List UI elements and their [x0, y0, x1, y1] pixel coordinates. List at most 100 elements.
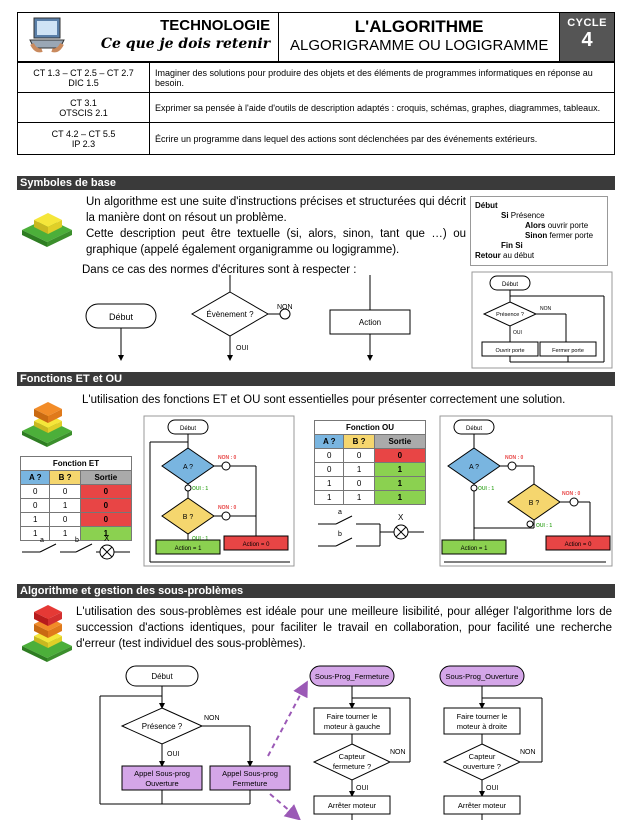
lego-tower-icon: [22, 605, 72, 662]
header-left: TECHNOLOGIE Ce que je dois retenir: [18, 13, 280, 61]
code-keyword: Alors: [525, 221, 546, 230]
appel-fermeture-l1: Appel Sous-prog: [222, 769, 278, 778]
laptop-icon: [29, 17, 65, 53]
fer-non: NON: [390, 749, 406, 756]
capteur-ouverture-l1: Capteur: [469, 752, 496, 761]
tagline: Ce que je dois retenir: [100, 36, 271, 52]
tourner-droite-l2: moteur à droite: [457, 722, 507, 731]
series-switch-circuit: a b X: [22, 534, 130, 560]
fc-b: B ?: [529, 500, 540, 507]
code-keyword: Retour: [475, 251, 501, 260]
lego-brick-icon: [22, 213, 72, 247]
arreter-ouv: Arrêter moteur: [458, 801, 507, 810]
mini-fermer: Fermer porte: [552, 348, 584, 354]
sym-oui: OUI: [236, 345, 249, 352]
code-line: CT 3.1: [70, 97, 97, 108]
switch-a-label: a: [338, 509, 342, 516]
page-title: L'ALGORITHME: [354, 17, 484, 36]
lamp-label: X: [104, 534, 110, 543]
lego-stack-icon: [22, 402, 72, 447]
competence-text: Écrire un programme dans lequel des acti…: [149, 122, 615, 155]
cell: 1: [373, 490, 427, 505]
cycle-number: 4: [581, 29, 593, 51]
code-line: DIC 1.5: [68, 77, 99, 88]
switch-b-label: b: [338, 531, 342, 538]
fc-oui: OUI : 1: [192, 486, 208, 492]
main-non: NON: [204, 715, 220, 722]
code-line: CT 4.2 – CT 5.5: [51, 128, 116, 139]
flowchart-et: Début A ? NON : 0 OUI : 1 B ? NON : 0 OU…: [143, 415, 295, 567]
code-keyword: Sinon: [525, 231, 548, 240]
cell: 1: [373, 476, 427, 491]
code-text: Présence: [510, 211, 545, 220]
mini-non: NON: [540, 306, 552, 312]
fc-non: NON : 0: [562, 491, 581, 497]
paragraph: L'utilisation des sous-problèmes est idé…: [76, 606, 612, 650]
cell: 1: [79, 526, 133, 541]
capteur-fermeture-l2: fermeture ?: [333, 762, 371, 771]
arreter-fer: Arrêter moteur: [328, 801, 377, 810]
code-keyword: Début: [475, 201, 498, 210]
main-presence: Présence ?: [142, 722, 183, 731]
code-text: au début: [503, 251, 535, 260]
code-text: fermer porte: [549, 231, 594, 240]
switch-b-label: b: [75, 537, 79, 544]
section-bar-sous-problemes: Algorithme et gestion des sous-problèmes: [17, 584, 615, 598]
cell: 0: [313, 448, 345, 463]
sym-debut: Début: [109, 312, 134, 322]
switch-a-label: a: [40, 537, 44, 544]
paragraph: Un algorithme est une suite d'instructio…: [86, 194, 466, 258]
sp-ouverture: Sous-Prog_Ouverture: [446, 672, 519, 681]
mini-ouvrir: Ouvrir porte: [495, 348, 524, 354]
capteur-fermeture-l1: Capteur: [339, 752, 366, 761]
fc-action1: Action = 1: [175, 546, 203, 552]
code-keyword: Si: [501, 211, 509, 220]
header: TECHNOLOGIE Ce que je dois retenir L'ALG…: [17, 12, 615, 62]
appel-ouverture-l2: Ouverture: [145, 779, 178, 788]
sp-fermeture: Sous-Prog_Fermeture: [315, 672, 389, 681]
table-caption: Fonction OU: [314, 420, 426, 435]
competence-text: Exprimer sa pensée à l'aide d'outils de …: [149, 92, 615, 123]
code-text: ouvrir porte: [547, 221, 589, 230]
logic-flowcharts: a b X a b X Début A ? NON : 0: [22, 415, 613, 567]
text-line: Cette description peut être textuelle (s…: [86, 228, 466, 256]
cell: 1: [373, 462, 427, 477]
sym-action: Action: [359, 318, 381, 327]
fc-debut: Début: [466, 426, 482, 432]
symbols-diagram: Début Évènement ? NON OUI Action Début P…: [85, 271, 613, 369]
mini-debut: Début: [502, 282, 518, 288]
code-keyword: Fin Si: [501, 241, 523, 250]
pseudo-code-box: Début Si Présence Alors ouvrir porte Sin…: [470, 196, 608, 266]
ouv-oui: OUI: [486, 785, 499, 792]
sym-non: NON: [277, 304, 293, 311]
flowchart-ou: Début A ? NON : 0 B ? NON : 0 OUI : 1 OU…: [439, 415, 613, 567]
action-shape: [329, 309, 411, 335]
tourner-gauche-l2: moteur à gauche: [324, 722, 380, 731]
fc-a: A ?: [469, 464, 479, 471]
text-line: Un algorithme est une suite d'instructio…: [86, 196, 466, 224]
subprogram-diagram: Début Présence ? NON OUI Appel Sous-prog…: [99, 665, 543, 820]
fc-oui: OUI : 1: [192, 536, 208, 542]
col-header: Sortie: [79, 470, 133, 485]
tourner-gauche-l1: Faire tourner le: [327, 712, 378, 721]
fc-non: NON : 0: [505, 455, 524, 461]
fc-non: NON : 0: [218, 455, 237, 461]
cycle-label: CYCLE: [567, 17, 607, 29]
fc-non: NON : 0: [218, 505, 237, 511]
code-line: CT 1.3 – CT 2.5 – CT 2.7: [33, 67, 134, 78]
mini-oui: OUI: [513, 330, 522, 336]
fc-oui: OUI : 1: [536, 523, 552, 529]
header-title-box: L'ALGORITHME ALGORIGRAMME OU LOGIGRAMME: [279, 13, 561, 61]
capteur-ouverture-l2: ouverture ?: [463, 762, 501, 771]
